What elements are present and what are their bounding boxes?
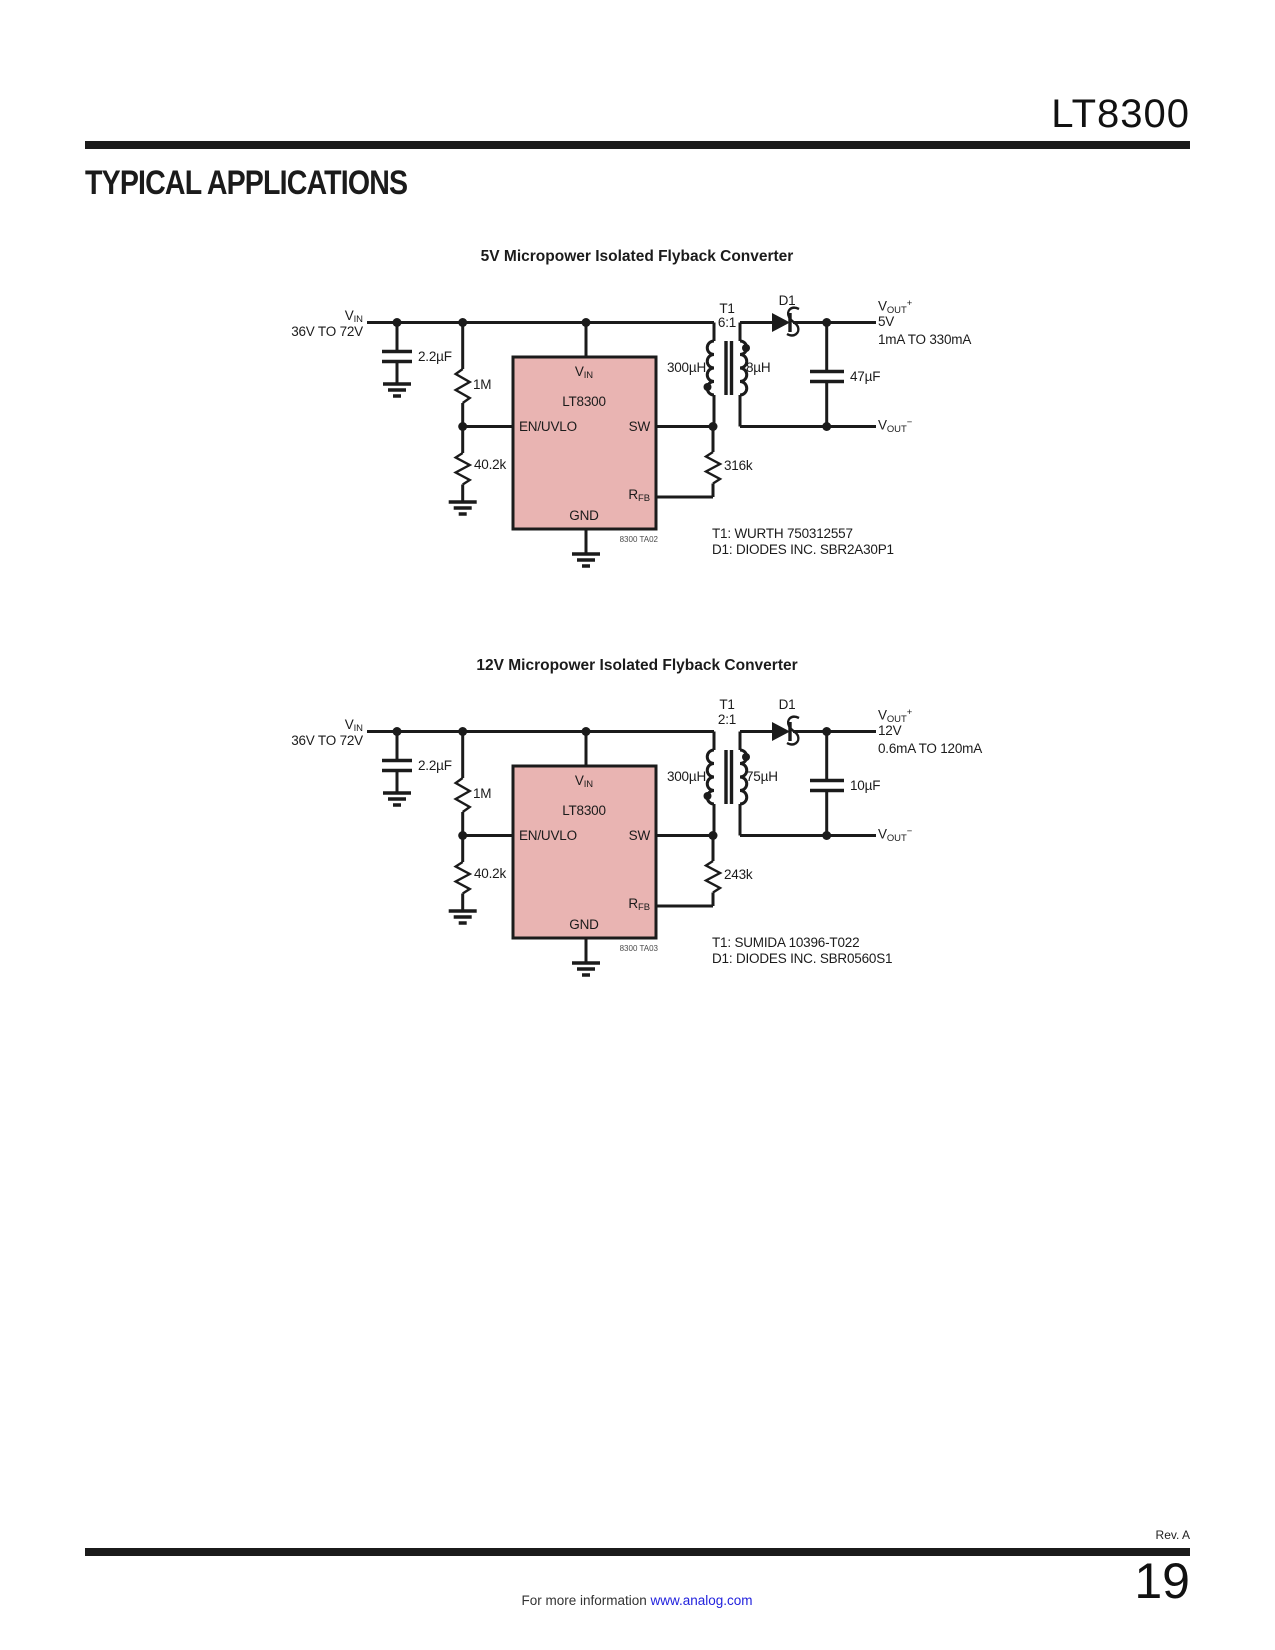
transformer	[703, 731, 750, 836]
analog-link[interactable]: www.analog.com	[650, 1593, 753, 1608]
vout-plus-label: VOUT+	[878, 707, 913, 725]
schematic-5v	[367, 306, 876, 568]
pin-en-label: EN/UVLO	[519, 419, 577, 434]
resistor-40k-label: 40.2k	[474, 457, 507, 472]
ground-symbol	[448, 500, 477, 516]
input-capacitor	[382, 731, 412, 807]
output-cap-label: 47µF	[850, 369, 881, 384]
diode-ref-label: D1	[778, 697, 796, 712]
revision-label: Rev. A	[1155, 1528, 1190, 1542]
primary-inductance-label: 300µH	[666, 360, 706, 375]
output-diode	[740, 306, 876, 337]
secondary-phase-dot	[742, 344, 750, 352]
primary-phase-dot	[703, 383, 712, 391]
pin-vin-label: VIN	[574, 364, 594, 382]
pin-en-label: EN/UVLO	[519, 828, 577, 843]
output-voltage-label: 12V	[878, 723, 902, 738]
ground-symbol	[572, 552, 600, 568]
vout-minus-label: VOUT−	[878, 826, 913, 844]
resistor-1m-label: 1M	[473, 377, 492, 392]
feedback-resistor-label: 243k	[724, 867, 753, 882]
resistor-1m	[453, 777, 473, 813]
transformer-ref-label: T1	[719, 697, 735, 712]
turns-ratio-label: 6:1	[717, 315, 737, 330]
section-title: TYPICAL APPLICATIONS	[85, 164, 408, 202]
vin-label: VIN	[344, 308, 363, 326]
ground-symbol	[572, 961, 600, 977]
note-transformer: T1: WURTH 750312557	[712, 526, 853, 541]
pin-sw-label: SW	[628, 828, 651, 843]
transformer-ref-label: T1	[719, 301, 735, 316]
footer-info-text: For more information	[521, 1593, 651, 1608]
resistor-40k	[453, 860, 473, 895]
vin-range-label: 36V TO 72V	[291, 733, 363, 748]
switch-node	[656, 831, 723, 908]
enable-divider	[448, 322, 513, 516]
ic-part-label: LT8300	[562, 803, 606, 818]
output-stage	[740, 318, 876, 431]
ground-symbol	[383, 791, 411, 807]
header-rule	[85, 141, 1190, 149]
pin-sw-label: SW	[628, 419, 651, 434]
core	[724, 750, 734, 804]
ground-symbol	[383, 382, 411, 398]
resistor-40k	[453, 451, 473, 486]
output-capacitor	[810, 369, 844, 384]
circuit-5v-flyback: 5V Micropower Isolated Flyback Converter	[280, 230, 1000, 582]
figure-id: 8300 TA03	[619, 944, 658, 953]
input-cap-label: 2.2µF	[418, 349, 452, 364]
circuit-12v-flyback: 12V Micropower Isolated Flyback Converte…	[280, 639, 1000, 991]
pin-gnd-label: GND	[569, 917, 599, 932]
pin-vin-label: VIN	[574, 773, 594, 791]
vin-label: VIN	[344, 717, 363, 735]
pin-rfb-label: RFB	[628, 896, 650, 914]
circuit-title: 12V Micropower Isolated Flyback Converte…	[476, 657, 798, 674]
secondary-phase-dot	[742, 753, 750, 761]
output-stage	[740, 727, 876, 840]
resistor-40k-label: 40.2k	[474, 866, 507, 881]
output-cap-label: 10µF	[850, 778, 881, 793]
vout-plus-label: VOUT+	[878, 298, 913, 316]
switch-node	[656, 422, 723, 499]
note-transformer: T1: SUMIDA 10396-T022	[712, 935, 860, 950]
primary-phase-dot	[703, 792, 712, 800]
page-number: 19	[1134, 1553, 1190, 1609]
turns-ratio-label: 2:1	[717, 712, 737, 727]
resistor-1m-label: 1M	[473, 786, 492, 801]
feedback-resistor	[703, 859, 723, 894]
output-current-label: 0.6mA TO 120mA	[878, 741, 983, 756]
enable-divider	[448, 731, 513, 925]
note-diode: D1: DIODES INC. SBR0560S1	[712, 951, 893, 966]
feedback-resistor	[703, 450, 723, 485]
secondary-inductance-label: 75µH	[746, 769, 778, 784]
core	[724, 341, 734, 395]
footer-rule	[85, 1548, 1190, 1556]
output-current-label: 1mA TO 330mA	[878, 332, 972, 347]
pin-gnd-label: GND	[569, 508, 599, 523]
transformer	[703, 322, 750, 427]
ground-symbol	[448, 909, 477, 925]
schematic-12v	[367, 715, 876, 977]
vout-minus-label: VOUT−	[878, 417, 913, 435]
ic-block	[511, 355, 658, 568]
footer-info: For more information www.analog.com	[521, 1593, 752, 1608]
pin-rfb-label: RFB	[628, 487, 650, 505]
vin-range-label: 36V TO 72V	[291, 324, 363, 339]
feedback-resistor-label: 316k	[724, 458, 753, 473]
diode-ref-label: D1	[778, 293, 796, 308]
figure-id: 8300 TA02	[619, 535, 658, 544]
output-capacitor	[810, 778, 844, 793]
resistor-1m	[453, 368, 473, 404]
circuit-title: 5V Micropower Isolated Flyback Converter	[480, 248, 794, 265]
output-diode	[740, 715, 876, 746]
output-voltage-label: 5V	[878, 314, 895, 329]
part-number: LT8300	[1051, 92, 1190, 136]
primary-inductance-label: 300µH	[666, 769, 706, 784]
input-cap-label: 2.2µF	[418, 758, 452, 773]
note-diode: D1: DIODES INC. SBR2A30P1	[712, 542, 894, 557]
ic-block	[511, 764, 658, 977]
input-capacitor	[382, 322, 412, 398]
ic-part-label: LT8300	[562, 394, 606, 409]
secondary-inductance-label: 8µH	[746, 360, 771, 375]
